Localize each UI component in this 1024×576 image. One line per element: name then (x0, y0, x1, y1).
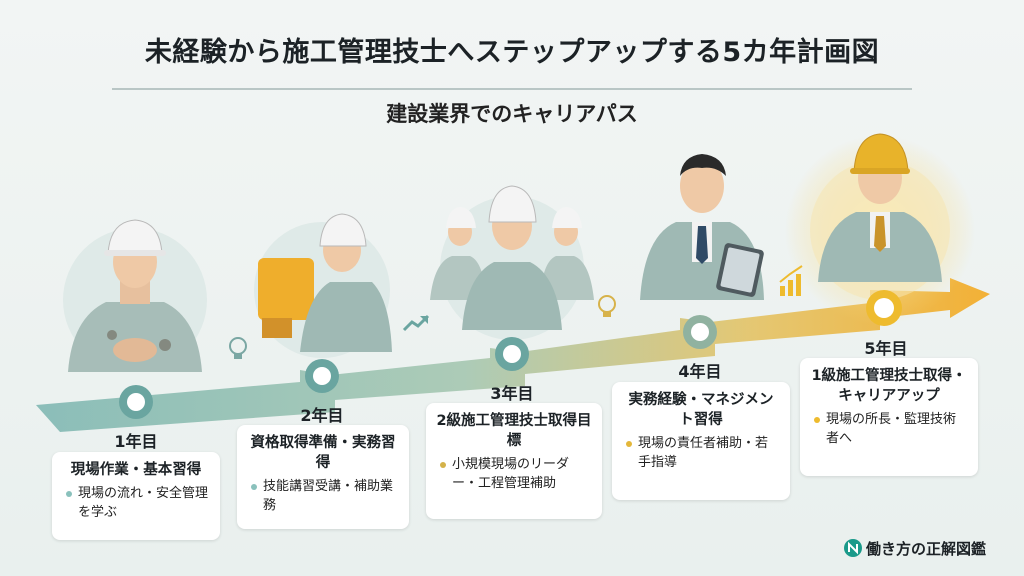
step-point: 現場の流れ・安全管理を学ぶ (62, 484, 210, 522)
milestone-node-3 (495, 337, 529, 371)
step-point: 技能講習受講・補助業務 (247, 477, 399, 515)
page-title: 未経験から施工管理技士へステップアップする5カ年計画図 (144, 37, 880, 68)
year-label-4: 4年目 (678, 362, 722, 381)
step-card-4: 実務経験・マネジメント習得 現場の責任者補助・若手指導 (612, 382, 790, 500)
step-card-5: 1級施工管理技士取得・キャリアアップ 現場の所長・監理技術者へ (800, 358, 978, 476)
step-point: 現場の責任者補助・若手指導 (622, 434, 780, 472)
year-label-1: 1年目 (114, 432, 158, 451)
year-label-5: 5年目 (864, 339, 908, 358)
worker-year5-illustration (785, 133, 975, 325)
worker-year4-illustration (640, 154, 764, 300)
step-title: 資格取得準備・実務習得 (250, 435, 396, 471)
milestone-node-1 (119, 385, 153, 419)
worker-year3-illustration (430, 185, 594, 340)
worker-year2-illustration (254, 213, 392, 358)
step-card-1: 現場作業・基本習得 現場の流れ・安全管理を学ぶ (52, 452, 220, 540)
brand-name: 働き方の正解図鑑 (866, 540, 987, 558)
milestone-node-2 (305, 359, 339, 393)
lightbulb-icon (229, 337, 247, 359)
year-label-3: 3年目 (490, 384, 534, 403)
lightbulb-icon (598, 295, 616, 317)
step-title: 1級施工管理技士取得・キャリアアップ (811, 368, 967, 404)
milestone-node-5 (866, 290, 902, 326)
n-logo-icon (844, 539, 862, 557)
step-title: 実務経験・マネジメント習得 (628, 392, 774, 428)
page-subtitle: 建設業界でのキャリアパス (386, 102, 638, 126)
step-card-3: 2級施工管理技士取得目標 小規模現場のリーダー・工程管理補助 (426, 403, 602, 519)
step-point: 小規模現場のリーダー・工程管理補助 (436, 455, 592, 493)
brand-footer: 働き方の正解図鑑 (844, 538, 986, 559)
growth-chart-icon (779, 265, 803, 296)
step-card-2: 資格取得準備・実務習得 技能講習受講・補助業務 (237, 425, 409, 529)
year-label-2: 2年目 (300, 406, 344, 425)
step-point: 現場の所長・監理技術者へ (810, 410, 968, 448)
step-title: 2級施工管理技士取得目標 (436, 413, 592, 449)
step-title: 現場作業・基本習得 (70, 462, 202, 478)
milestone-node-4 (683, 315, 717, 349)
title-divider (112, 88, 912, 90)
worker-year1-illustration (63, 219, 207, 372)
trend-arrow-icon (402, 314, 430, 332)
